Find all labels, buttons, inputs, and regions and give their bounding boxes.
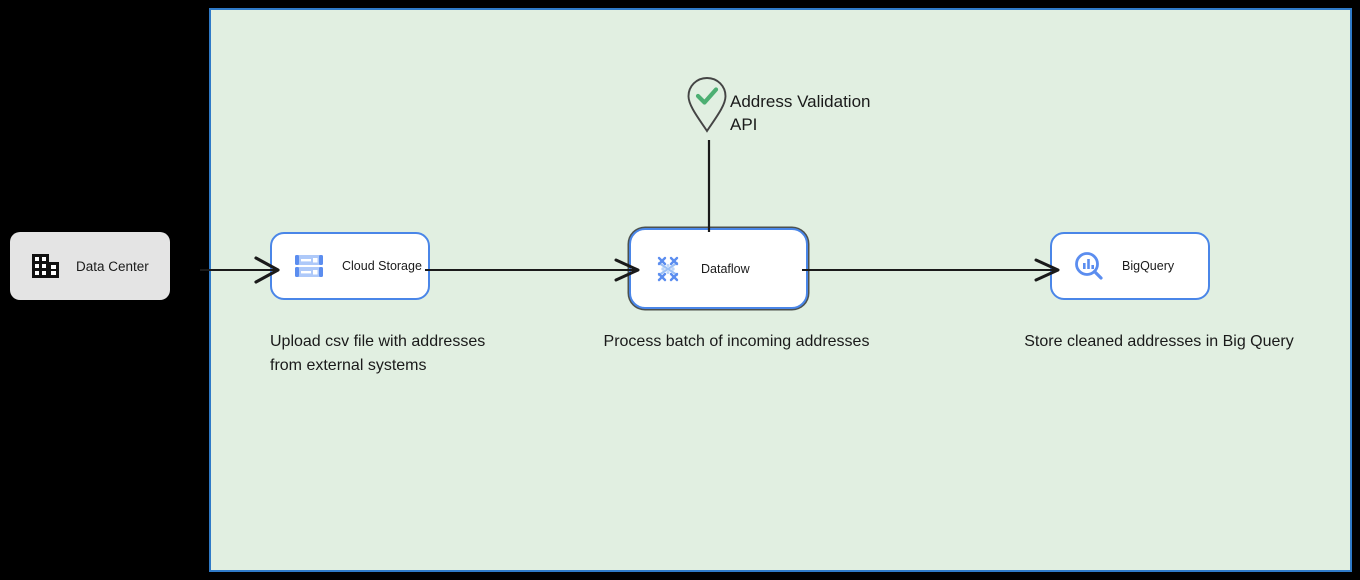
- node-dataflow[interactable]: Dataflow: [629, 228, 808, 309]
- cloud-storage-icon: [292, 249, 326, 283]
- node-address-validation-api-label: Address Validation API: [730, 92, 871, 134]
- node-data-center[interactable]: Data Center: [10, 232, 170, 300]
- dataflow-icon: [651, 252, 685, 286]
- caption-bigquery: Store cleaned addresses in Big Query: [1024, 333, 1294, 350]
- building-icon: [28, 249, 62, 283]
- map-pin-check-icon: [684, 74, 730, 136]
- caption-dataflow: Process batch of incoming addresses: [603, 333, 870, 350]
- node-cloud-storage[interactable]: Cloud Storage: [270, 232, 430, 300]
- node-bigquery[interactable]: BigQuery: [1050, 232, 1210, 300]
- bigquery-icon: [1072, 249, 1106, 283]
- node-dataflow-label: Dataflow: [701, 261, 750, 276]
- node-bigquery-label: BigQuery: [1122, 259, 1175, 273]
- node-data-center-label: Data Center: [76, 258, 149, 274]
- node-cloud-storage-label: Cloud Storage: [342, 259, 422, 273]
- node-address-validation-api[interactable]: Address Validation API: [684, 74, 871, 136]
- caption-cloud-storage: Upload csv file with addresses from exte…: [270, 333, 486, 374]
